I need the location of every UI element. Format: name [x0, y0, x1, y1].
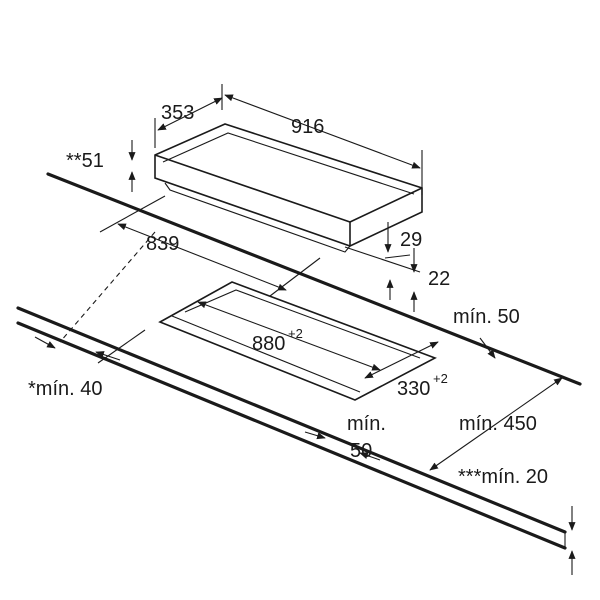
label-cutout-width: 880 — [252, 333, 285, 355]
dimension-labels: 353 916 **51 839 29 22 880 +2 330 +2 mín… — [28, 102, 548, 488]
label-cutout-depth: 330 — [397, 378, 430, 400]
label-cutout-offset: 839 — [146, 233, 179, 255]
label-wall-min: mín. 450 — [459, 413, 537, 435]
label-cutout-width-tolerance: +2 — [288, 326, 303, 341]
label-back-min: mín. 50 — [453, 306, 520, 328]
label-front-min: *mín. 40 — [28, 378, 102, 400]
label-wall-gap: ***mín. 20 — [458, 466, 548, 488]
label-cutout-depth-tolerance: +2 — [433, 371, 448, 386]
label-hob-height: 29 — [400, 229, 422, 251]
label-side-min-1: mín. — [347, 413, 386, 435]
label-front-overhang: **51 — [66, 150, 104, 172]
label-worktop-depth: 22 — [428, 268, 450, 290]
dimension-lines — [34, 84, 576, 575]
label-hob-depth: 353 — [161, 102, 194, 124]
label-hob-width: 916 — [291, 116, 324, 138]
worktop — [16, 172, 582, 550]
label-side-min-2: 50 — [350, 440, 372, 462]
